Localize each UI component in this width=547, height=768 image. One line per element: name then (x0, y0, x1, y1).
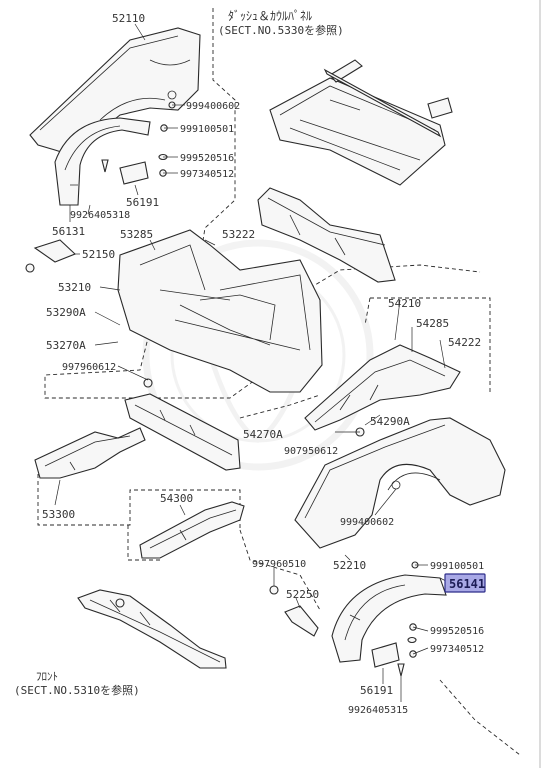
label-54270A[interactable]: 54270A (243, 428, 283, 441)
label-56141[interactable]: 56141 (449, 577, 485, 591)
right-group-dashed-outline (364, 297, 491, 395)
side-member-53300[interactable] (34, 427, 146, 479)
reference-notes: ﾀﾞｯｼｭ＆ｶｳﾙﾊﾟﾈﾙ (SECT.NO.5330を参照) ﾌﾛﾝﾄ (SE… (14, 9, 344, 697)
cowl-panel-assembly[interactable] (269, 59, 453, 186)
label-52150[interactable]: 52150 (82, 248, 115, 261)
label-56131[interactable]: 56131 (52, 225, 85, 238)
right-apron-assembly[interactable] (304, 344, 461, 431)
label-52250[interactable]: 52250 (286, 588, 319, 601)
bolt-997960612 (143, 378, 153, 388)
dash-panel-assembly[interactable] (257, 187, 396, 283)
front-crossmember[interactable] (77, 589, 227, 669)
front-ref-sect[interactable]: (SECT.NO.5310を参照) (14, 683, 140, 697)
label-56191-b[interactable]: 56191 (360, 684, 393, 697)
radiator-core-lower[interactable] (124, 393, 241, 471)
label-53210[interactable]: 53210 (58, 281, 91, 294)
label-54210[interactable]: 54210 (388, 297, 421, 310)
label-999100501-a[interactable]: 999100501 (180, 124, 234, 135)
label-52110[interactable]: 52110 (112, 12, 145, 25)
label-53285[interactable]: 53285 (120, 228, 153, 241)
label-997340512-a[interactable]: 997340512 (180, 169, 234, 180)
label-54222[interactable]: 54222 (448, 336, 481, 349)
label-9926405318[interactable]: 9926405318 (70, 210, 130, 221)
label-56191-a[interactable]: 56191 (126, 196, 159, 209)
fender-liner-56141[interactable] (331, 574, 447, 663)
fender-liner-56131[interactable] (54, 117, 151, 206)
dash-cowl-ref-jp: ﾀﾞｯｼｭ＆ｶｳﾙﾊﾟﾈﾙ (228, 9, 312, 23)
label-999100501-b[interactable]: 999100501 (430, 561, 484, 572)
label-997960612[interactable]: 997960612 (62, 362, 116, 373)
label-54290A[interactable]: 54290A (370, 415, 410, 428)
dash-cowl-ref-sect[interactable]: (SECT.NO.5330を参照) (218, 23, 344, 37)
label-54300[interactable]: 54300 (160, 492, 193, 505)
front-fender-52110[interactable] (29, 27, 201, 159)
label-999400602-a[interactable]: 999400602 (186, 101, 240, 112)
front-ref-jp: ﾌﾛﾝﾄ (36, 670, 58, 683)
label-52210[interactable]: 52210 (333, 559, 366, 572)
side-member-54300[interactable] (139, 501, 245, 559)
bracket-52150[interactable] (25, 239, 77, 273)
front-apron-assembly[interactable] (117, 229, 323, 393)
label-53222[interactable]: 53222 (222, 228, 255, 241)
label-997960510[interactable]: 997960510 (252, 559, 306, 570)
leader-lines (54, 23, 449, 702)
lower-right-dashed-outline (239, 394, 521, 756)
label-907950612[interactable]: 907950612 (284, 446, 338, 457)
label-9926405315[interactable]: 9926405315 (348, 705, 408, 716)
label-999520516-a[interactable]: 999520516 (180, 153, 234, 164)
bracket-52250[interactable] (269, 585, 319, 637)
front-fender-52210[interactable] (294, 417, 506, 549)
label-53290A[interactable]: 53290A (46, 306, 86, 319)
highlighted-part-56141[interactable]: 56141 (444, 573, 486, 593)
label-999400602-b[interactable]: 999400602 (340, 517, 394, 528)
label-999520516-b[interactable]: 999520516 (430, 626, 484, 637)
label-54285[interactable]: 54285 (416, 317, 449, 330)
part-number-labels: 52110 999400602 999100501 999520516 9973… (42, 12, 484, 716)
bracket-56191-left[interactable] (119, 161, 149, 185)
label-53270A[interactable]: 53270A (46, 339, 86, 352)
label-53300[interactable]: 53300 (42, 508, 75, 521)
label-997340512-b[interactable]: 997340512 (430, 644, 484, 655)
bracket-56191-right[interactable] (371, 642, 400, 668)
lower-center-dashed-outline (127, 525, 321, 611)
